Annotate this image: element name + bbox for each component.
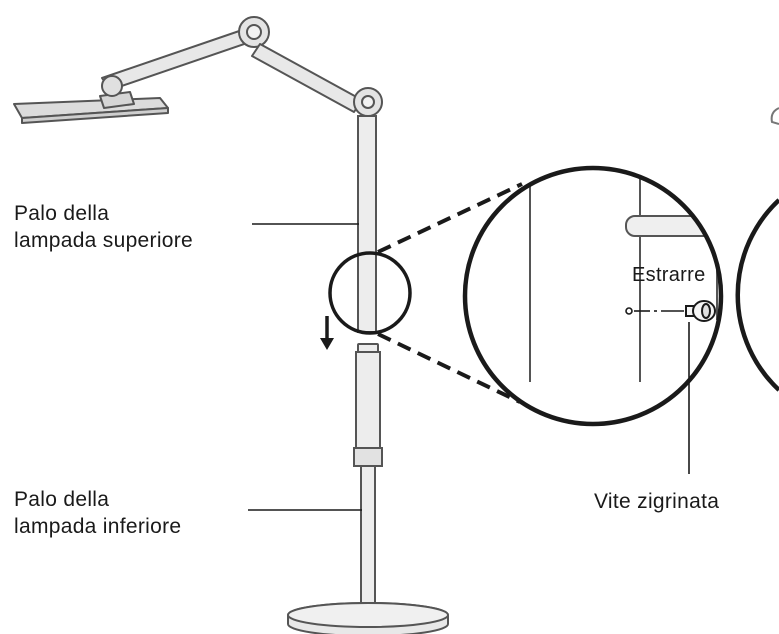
upper-pole-label-line1: Palo della xyxy=(14,202,110,225)
joint-highlight-circle xyxy=(328,251,412,335)
pull-direction-indicator xyxy=(625,307,684,315)
down-arrow-icon xyxy=(320,316,334,350)
upper-pole-label-line2: lampada superiore xyxy=(14,229,194,252)
lamp-head xyxy=(13,91,169,124)
thumb-screw-label: Vite zigrinata xyxy=(594,490,720,513)
lower-pole-label: Palo della lampada inferiore xyxy=(14,486,181,540)
next-step-lamp-partial xyxy=(770,107,779,125)
elbow-joint xyxy=(238,16,383,117)
zoom-dashed-lines xyxy=(377,182,523,404)
magnified-detail xyxy=(462,165,724,427)
next-step-circle-partial xyxy=(735,198,779,392)
thumb-screw-icon xyxy=(685,300,716,322)
leader-lines xyxy=(248,223,690,511)
pull-label: Estrarre xyxy=(632,264,706,286)
lower-pole-label-line2: lampada inferiore xyxy=(14,515,182,538)
lamp-base xyxy=(287,602,449,634)
lower-lamp-pole xyxy=(353,343,383,607)
lower-pole-label-line1: Palo della xyxy=(14,488,110,511)
upper-pole-label: Palo della lampada superiore xyxy=(14,200,193,254)
upper-arm xyxy=(101,27,257,97)
upper-lamp-pole xyxy=(357,115,377,333)
